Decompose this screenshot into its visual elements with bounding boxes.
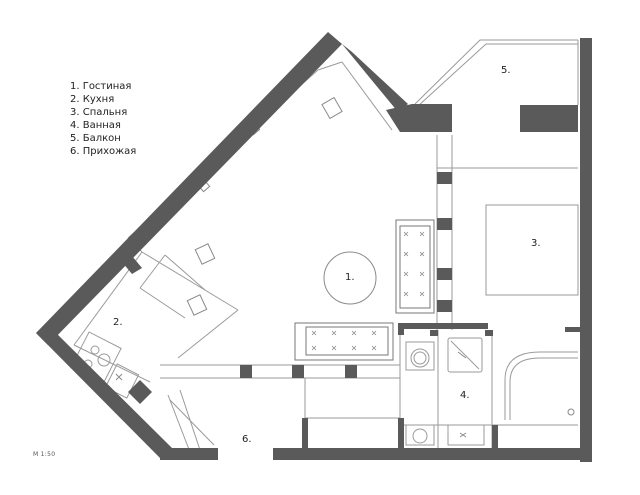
- sofa-cushion-marks: [311, 231, 425, 351]
- bath-details: [115, 351, 575, 438]
- legend-item-bathroom: 4. Ванная: [70, 120, 121, 131]
- room-label-kitchen: 2.: [113, 317, 123, 328]
- thin-lines: [51, 39, 579, 453]
- legend: 1. Гостиная 2. Кухня 3. Спальня 4. Ванна…: [70, 80, 136, 158]
- legend-item-bedroom: 3. Спальня: [70, 107, 128, 118]
- furniture: [186, 96, 377, 316]
- room-label-hallway: 6.: [242, 434, 252, 445]
- legend-item-living-room: 1. Гостиная: [70, 81, 132, 92]
- room-label-balcony: 5.: [501, 65, 511, 76]
- legend-item-balcony: 5. Балкон: [70, 133, 121, 144]
- room-label-bedroom: 3.: [531, 238, 541, 249]
- legend-item-kitchen: 2. Кухня: [70, 94, 115, 105]
- sofa-blocks: [294, 219, 435, 361]
- scale-label: М 1:50: [33, 451, 56, 458]
- legend-item-hallway: 6. Прихожая: [70, 146, 137, 157]
- walls: [36, 32, 592, 462]
- room-label-living: 1.: [345, 272, 355, 283]
- room-label-bathroom: 4.: [460, 390, 470, 401]
